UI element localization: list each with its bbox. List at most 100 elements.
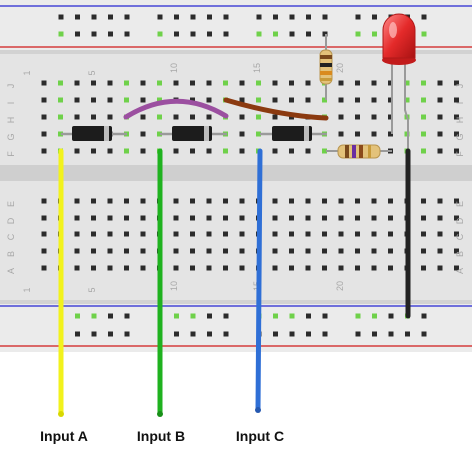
hole xyxy=(454,148,459,154)
rail-hole xyxy=(223,331,229,337)
rail-hole xyxy=(273,313,278,319)
row-letter-right: B xyxy=(455,251,465,257)
hole xyxy=(206,265,212,271)
rail-hole xyxy=(273,331,278,337)
hole xyxy=(107,80,113,86)
rail-hole xyxy=(75,31,80,37)
hole xyxy=(223,215,228,221)
hole xyxy=(272,114,278,120)
rail-hole xyxy=(421,313,427,319)
rail-hole xyxy=(306,31,311,37)
hole xyxy=(157,131,162,137)
hole xyxy=(74,148,80,154)
row-letter-left: G xyxy=(6,133,16,140)
hole xyxy=(173,248,179,254)
rail-hole xyxy=(75,313,80,319)
hole xyxy=(173,148,179,154)
hole xyxy=(305,248,311,254)
row-letter-left: C xyxy=(6,233,16,240)
hole xyxy=(107,198,113,204)
hole xyxy=(107,231,113,237)
hole xyxy=(91,265,96,271)
hole xyxy=(388,97,393,103)
hole xyxy=(173,80,179,86)
col-num-10-bottom: 10 xyxy=(169,281,179,291)
hole xyxy=(355,198,360,204)
hole xyxy=(91,148,96,154)
hole xyxy=(239,131,245,137)
row-letter-left: I xyxy=(6,102,16,105)
hole xyxy=(157,80,162,86)
hole xyxy=(421,131,426,137)
hole xyxy=(223,80,228,86)
rail-hole xyxy=(108,313,113,319)
hole xyxy=(437,80,443,86)
hole xyxy=(322,265,327,271)
hole xyxy=(437,198,443,204)
hole xyxy=(338,248,344,254)
hole xyxy=(388,248,393,254)
resistor-horizontal xyxy=(326,144,392,159)
hole xyxy=(140,80,146,86)
hole xyxy=(355,215,360,221)
hole xyxy=(157,114,162,120)
hole xyxy=(355,231,360,237)
diode-3 xyxy=(260,126,327,141)
hole xyxy=(239,80,245,86)
led xyxy=(382,13,416,151)
hole xyxy=(124,198,129,204)
hole xyxy=(421,97,426,103)
hole xyxy=(206,148,212,154)
hole xyxy=(355,80,360,86)
hole xyxy=(322,148,327,154)
hole xyxy=(355,131,360,137)
hole xyxy=(223,198,228,204)
rail-hole xyxy=(207,331,212,337)
hole xyxy=(223,265,228,271)
input-c-label: Input C xyxy=(236,428,284,444)
hole xyxy=(190,231,195,237)
hole xyxy=(272,231,278,237)
hole xyxy=(190,198,195,204)
hole xyxy=(239,231,245,237)
rail-hole xyxy=(91,331,97,337)
hole xyxy=(421,215,426,221)
hole xyxy=(421,114,426,120)
hole xyxy=(289,215,294,221)
input-a-label: Input A xyxy=(40,428,88,444)
hole xyxy=(107,265,113,271)
column-numbers-top: 1 5 10 15 20 xyxy=(22,63,345,76)
hole xyxy=(305,97,311,103)
hole xyxy=(289,97,294,103)
row-letter-left: B xyxy=(6,251,16,257)
rail-hole xyxy=(289,14,295,20)
hole xyxy=(421,148,426,154)
hole xyxy=(91,198,96,204)
hole xyxy=(322,198,327,204)
hole xyxy=(74,97,80,103)
hole xyxy=(206,248,212,254)
hole xyxy=(289,265,294,271)
hole xyxy=(107,148,113,154)
hole xyxy=(206,198,212,204)
hole xyxy=(239,215,245,221)
hole xyxy=(58,114,63,120)
hole xyxy=(355,97,360,103)
hole xyxy=(371,265,377,271)
hole xyxy=(437,248,443,254)
diode-1 xyxy=(61,126,127,141)
rail-hole xyxy=(108,31,113,37)
hole xyxy=(74,215,80,221)
hole xyxy=(437,215,443,221)
row-letter-right: A xyxy=(455,268,465,274)
hole xyxy=(355,114,360,120)
hole xyxy=(437,97,443,103)
rail-hole xyxy=(256,14,262,20)
hole xyxy=(140,198,146,204)
hole xyxy=(91,80,96,86)
hole xyxy=(190,114,195,120)
hole xyxy=(305,80,311,86)
hole xyxy=(190,97,195,103)
hole xyxy=(454,97,459,103)
